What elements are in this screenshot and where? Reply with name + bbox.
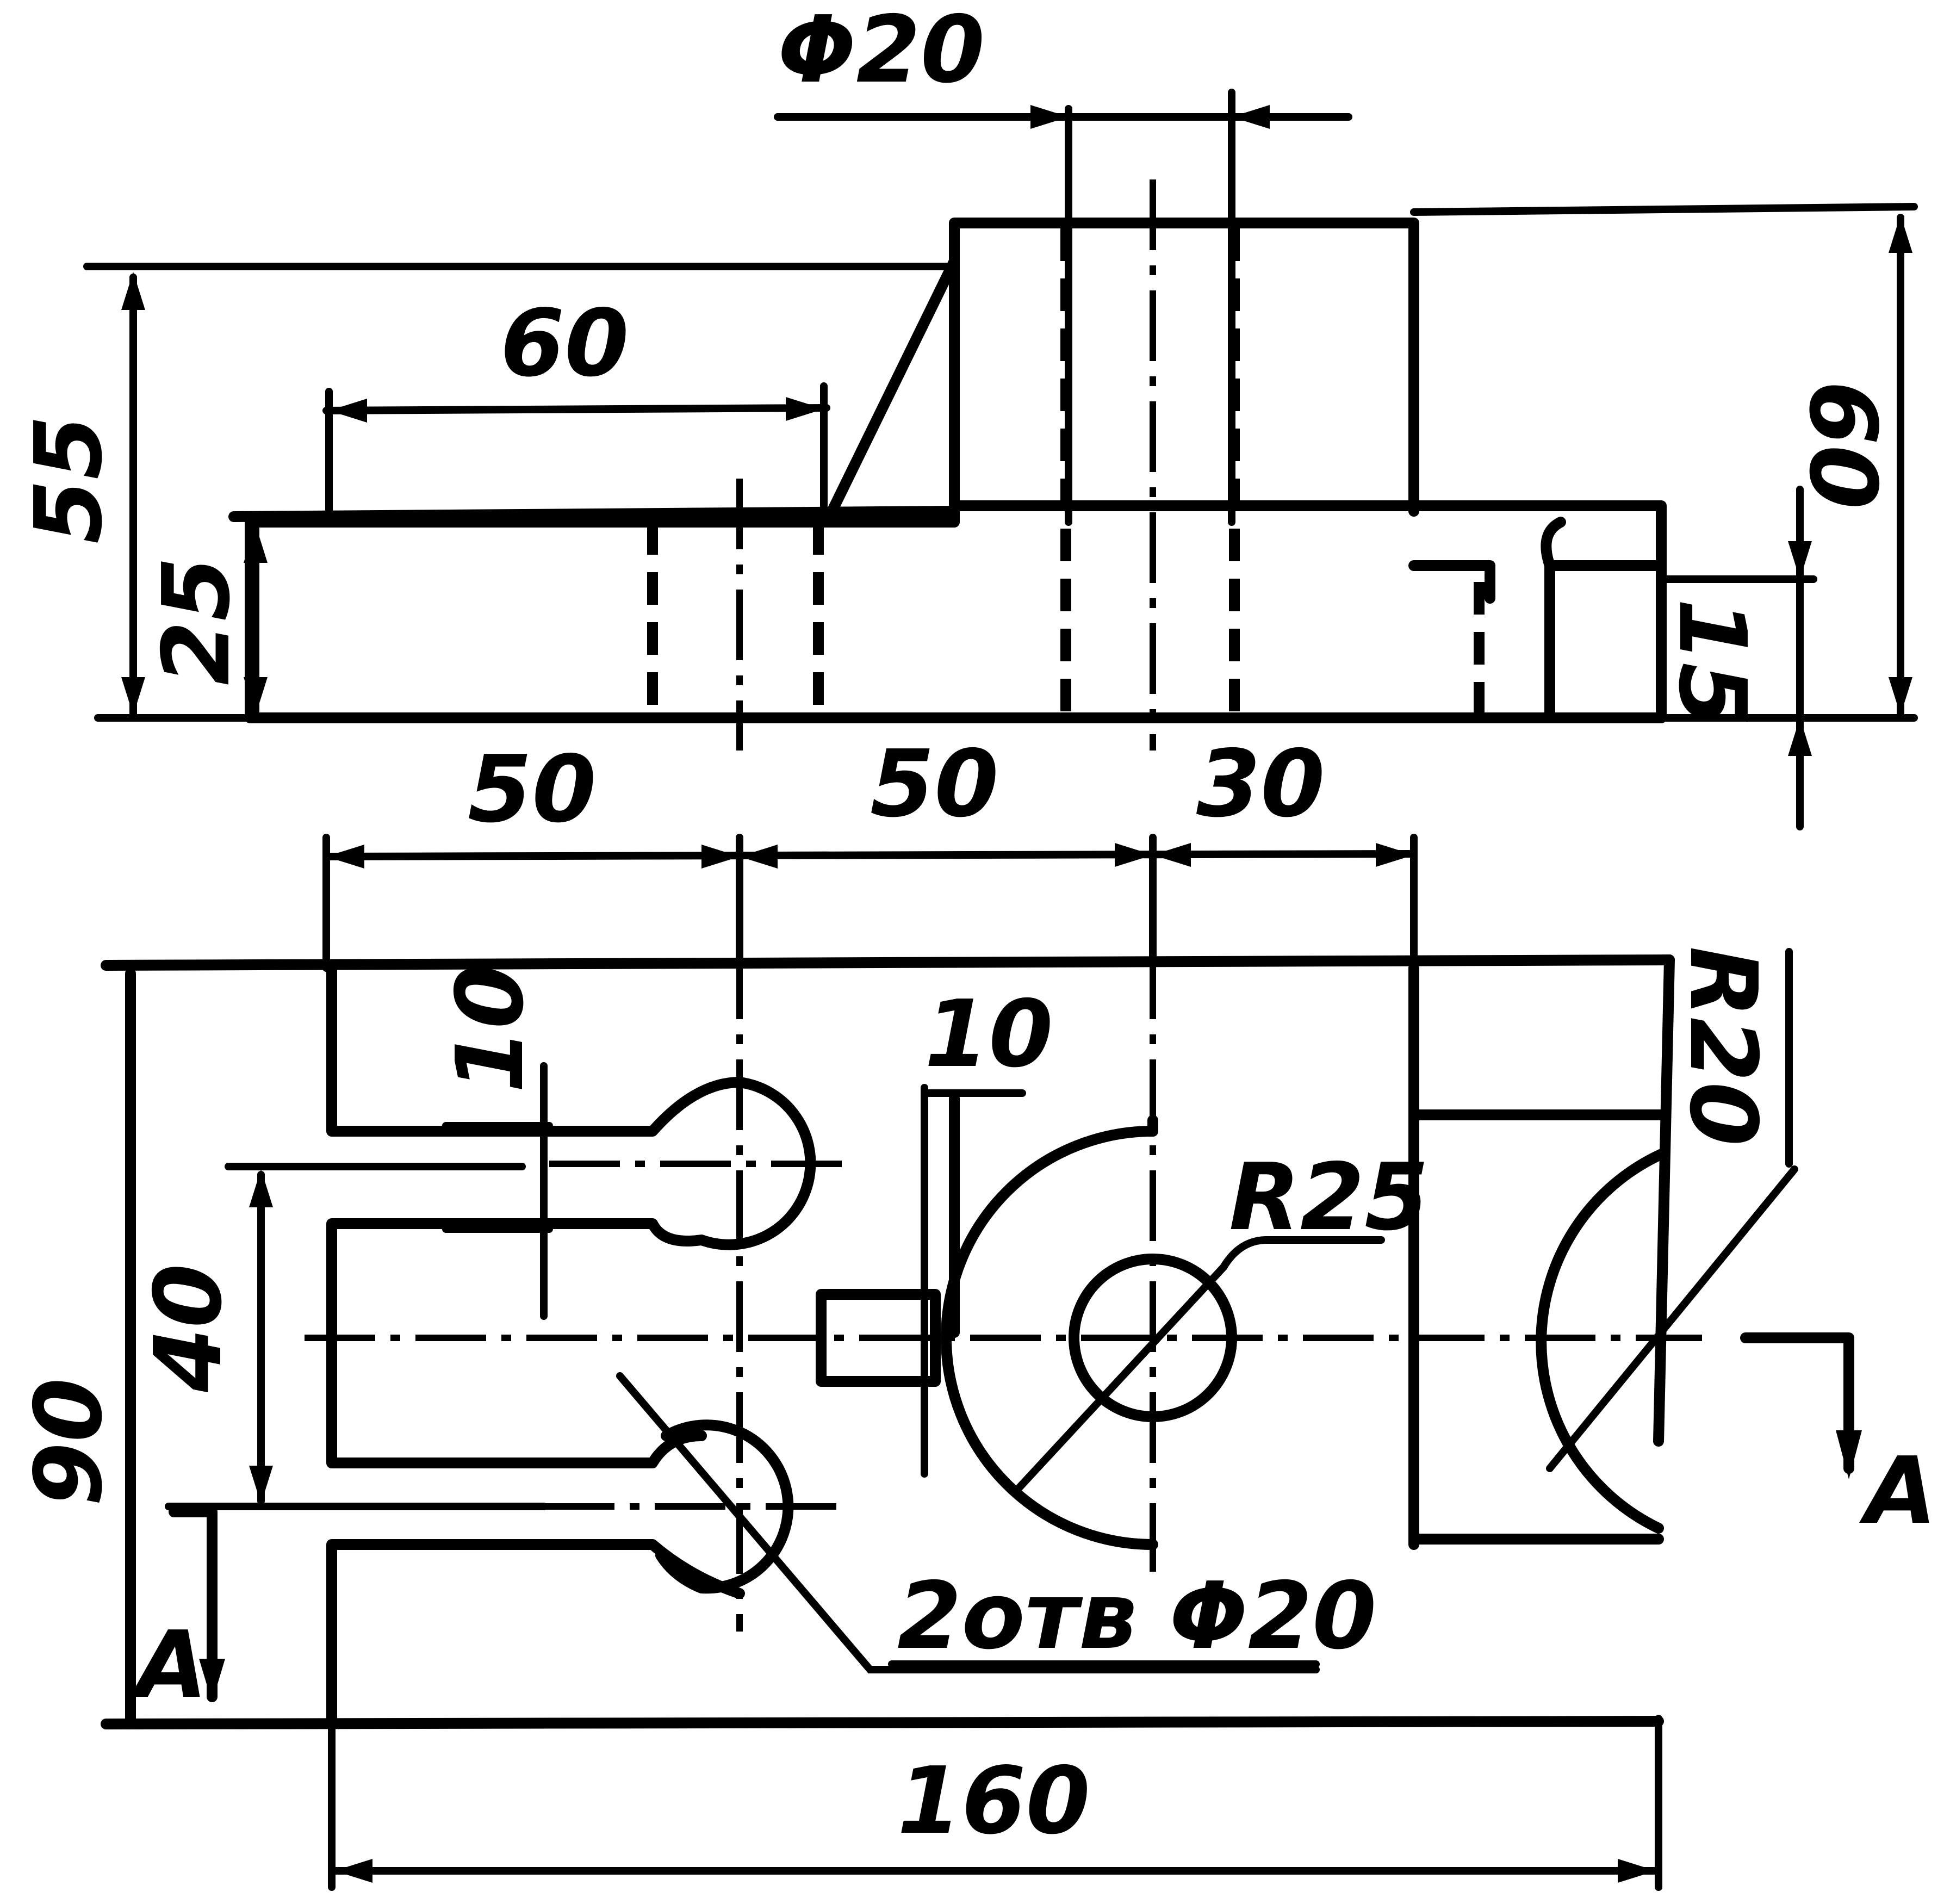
top-outline-bottom-edge	[101, 1716, 1664, 1729]
front-rib-line	[827, 256, 960, 517]
leader-holes-note	[616, 1372, 1320, 1673]
dim-30: 30	[1196, 730, 1325, 838]
dim-60-horizontal: 60	[500, 290, 629, 398]
dim-55-vertical: 55	[15, 415, 123, 544]
front-top-ext	[1410, 203, 1918, 216]
front-base-outline	[245, 500, 1667, 723]
front-upright-outline	[949, 218, 1419, 517]
holes-note: 2отв Φ20	[897, 1562, 1376, 1670]
section-mark-right: A	[1859, 1437, 1937, 1545]
dim-r20: R20	[1669, 946, 1777, 1146]
dim-50-middle: 50	[870, 730, 999, 838]
top-dimension-lines	[127, 834, 1862, 1891]
front-step-curve	[1541, 517, 1566, 571]
leader-r20-diagonal	[1546, 1165, 1798, 1472]
top-outline-right-edge	[1653, 954, 1675, 1447]
top-key-tab	[816, 1289, 941, 1387]
dim-25-vertical: 25	[143, 556, 251, 685]
top-lower-left-hole-arc	[655, 1419, 794, 1594]
dim-60-vertical: 60	[1788, 381, 1896, 510]
front-dimension-lines	[83, 89, 1918, 830]
dim-160: 160	[897, 1747, 1090, 1855]
leader-r25-diagonal	[1013, 1263, 1227, 1494]
top-outline-top-edge	[101, 954, 1675, 971]
dim-90: 90	[15, 1378, 123, 1506]
dim-40: 40	[135, 1263, 243, 1393]
dim-15-vertical: 15	[1658, 598, 1766, 727]
dim-10-middle: 10	[924, 981, 1053, 1088]
dim-50-left: 50	[468, 736, 597, 844]
top-view	[101, 838, 1798, 1729]
front-step	[1408, 560, 1667, 723]
top-bottom-strip	[326, 1539, 745, 1724]
front-base-top-edge	[228, 506, 960, 522]
dimension-texts: Φ20 60 55 25 60 15 50 50 30 10 10 R20 R2…	[15, 0, 1937, 1855]
dim-10-left: 10	[437, 964, 544, 1093]
dim-phi20-top: Φ20	[778, 0, 985, 104]
section-mark-left: A	[129, 1611, 208, 1719]
dim-r25: R25	[1229, 1144, 1429, 1251]
